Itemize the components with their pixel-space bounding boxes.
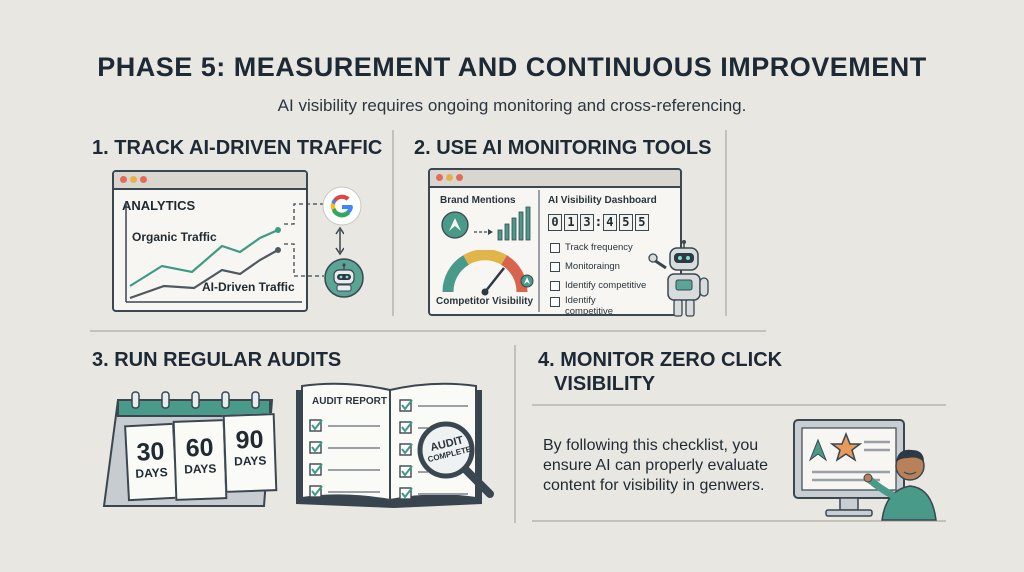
checkbox-icon — [550, 261, 560, 272]
section-audits-heading: 3. RUN REGULAR AUDITS — [92, 349, 342, 371]
counter-digit: 5 — [618, 214, 633, 231]
zero-click-bottom-rule — [532, 520, 946, 522]
monitor-illustration — [793, 419, 937, 521]
audit-calendar: 30 DAYS 60 DAYS 90 DAYS — [100, 388, 280, 512]
ai-traffic-line — [129, 249, 279, 300]
calendar-days-label: DAYS — [183, 461, 217, 477]
section-zero-click-heading: 4. MONITOR ZERO CLICK VISIBILITY — [538, 348, 782, 396]
robot-icon — [648, 240, 709, 317]
calendar-days-label: DAYS — [135, 465, 169, 481]
connector-lines — [284, 203, 344, 277]
audit-report-title: AUDIT REPORT — [312, 396, 387, 407]
dashboard-column-divider — [538, 190, 540, 312]
counter-digit: 4 — [602, 214, 617, 231]
section-track-heading: 1. TRACK AI-DRIVEN TRAFFIC — [92, 137, 383, 159]
brand-logo-icon — [808, 438, 828, 462]
zero-click-paragraph: By following this checklist, you ensure … — [543, 436, 768, 496]
robot-icon — [324, 258, 364, 298]
checklist-label: Track frequency — [565, 242, 633, 253]
monitoring-checklist: Track frequency Monitoraingn Identify co… — [550, 238, 646, 316]
page-subtitle: AI visibility requires ongoing monitorin… — [277, 96, 747, 115]
checkbox-icon — [550, 242, 560, 253]
star-icon — [829, 431, 863, 462]
checklist-label: Identify competitive gain — [565, 295, 614, 316]
google-icon — [322, 186, 362, 226]
calendar-page-60: 60 DAYS — [172, 419, 228, 501]
brand-logo-icon — [441, 211, 469, 239]
calendar-number: 60 — [185, 433, 214, 463]
magnifier-icon — [417, 421, 494, 498]
traffic-line-chart — [125, 202, 302, 303]
analytics-window: ANALYTICS Organic Traffic AI-Driven Traf… — [112, 170, 308, 312]
horizontal-divider — [90, 330, 766, 332]
counter-digit: 5 — [634, 214, 649, 231]
counter-digit: 0 — [548, 214, 562, 231]
section-tools-heading: 2. USE AI MONITORING TOOLS — [414, 137, 712, 159]
calendar-page-30: 30 DAYS — [124, 422, 178, 502]
paragraph-line: ensure AI can properly evaluate — [543, 457, 769, 474]
organic-traffic-label: Organic Traffic — [132, 230, 217, 244]
vertical-divider-top-right — [725, 130, 727, 316]
counter-digit: 3 — [580, 214, 594, 231]
calendar-page-90: 90 DAYS — [222, 413, 278, 493]
dashboard-title: AI Visibility Dashboard — [548, 195, 657, 206]
analytics-label: ANALYTICS — [122, 198, 196, 213]
small-logo-icon — [520, 274, 534, 288]
counter-digit: 1 — [564, 214, 578, 231]
audit-checklist-left — [309, 419, 380, 498]
window-titlebar — [114, 172, 306, 190]
zero-click-heading-line-1: 4. MONITOR ZERO CLICK — [538, 349, 783, 371]
mentions-bar-chart — [474, 206, 531, 241]
calendar-days-label: DAYS — [233, 453, 267, 469]
paragraph-line: content for visibility in genwers. — [543, 477, 765, 494]
audit-report-book: AUDIT REPORT AUDIT COMPLETE — [294, 382, 498, 510]
zero-click-heading-line-2: VISIBILITY — [554, 373, 656, 395]
window-titlebar — [430, 170, 680, 188]
list-item: Track frequency — [550, 238, 646, 257]
competitor-visibility-label: Competitor Visibility — [436, 296, 534, 307]
ai-traffic-label: AI-Driven Traffic — [202, 280, 295, 294]
paragraph-line: By following this checklist, you — [543, 437, 759, 454]
page-title: PHASE 5: MEASUREMENT AND CONTINUOUS IMPR… — [97, 52, 927, 82]
vertical-divider-bottom — [514, 345, 516, 523]
list-item: Identify competitive — [550, 276, 646, 295]
brand-mentions-label: Brand Mentions — [440, 195, 516, 206]
visibility-gauge — [442, 250, 528, 296]
visibility-counter: 0 1 3 : 4 5 5 — [548, 214, 649, 231]
counter-separator: : — [596, 215, 601, 229]
calendar-number: 30 — [135, 437, 166, 467]
checkbox-icon — [550, 280, 560, 291]
calendar-number: 90 — [235, 425, 264, 455]
list-item: Identify competitive gain — [550, 295, 646, 316]
checkbox-icon — [550, 297, 560, 307]
zero-click-top-rule — [532, 404, 946, 406]
list-item: Monitoraingn — [550, 257, 646, 276]
vertical-divider-top — [392, 130, 394, 316]
checklist-label: Monitoraingn — [565, 261, 620, 272]
audit-checklist-right — [399, 399, 468, 500]
monitoring-dashboard-window: Brand Mentions Competitor Visibility AI … — [428, 168, 682, 316]
checklist-label: Identify competitive — [565, 280, 647, 291]
organic-traffic-line — [129, 228, 279, 287]
